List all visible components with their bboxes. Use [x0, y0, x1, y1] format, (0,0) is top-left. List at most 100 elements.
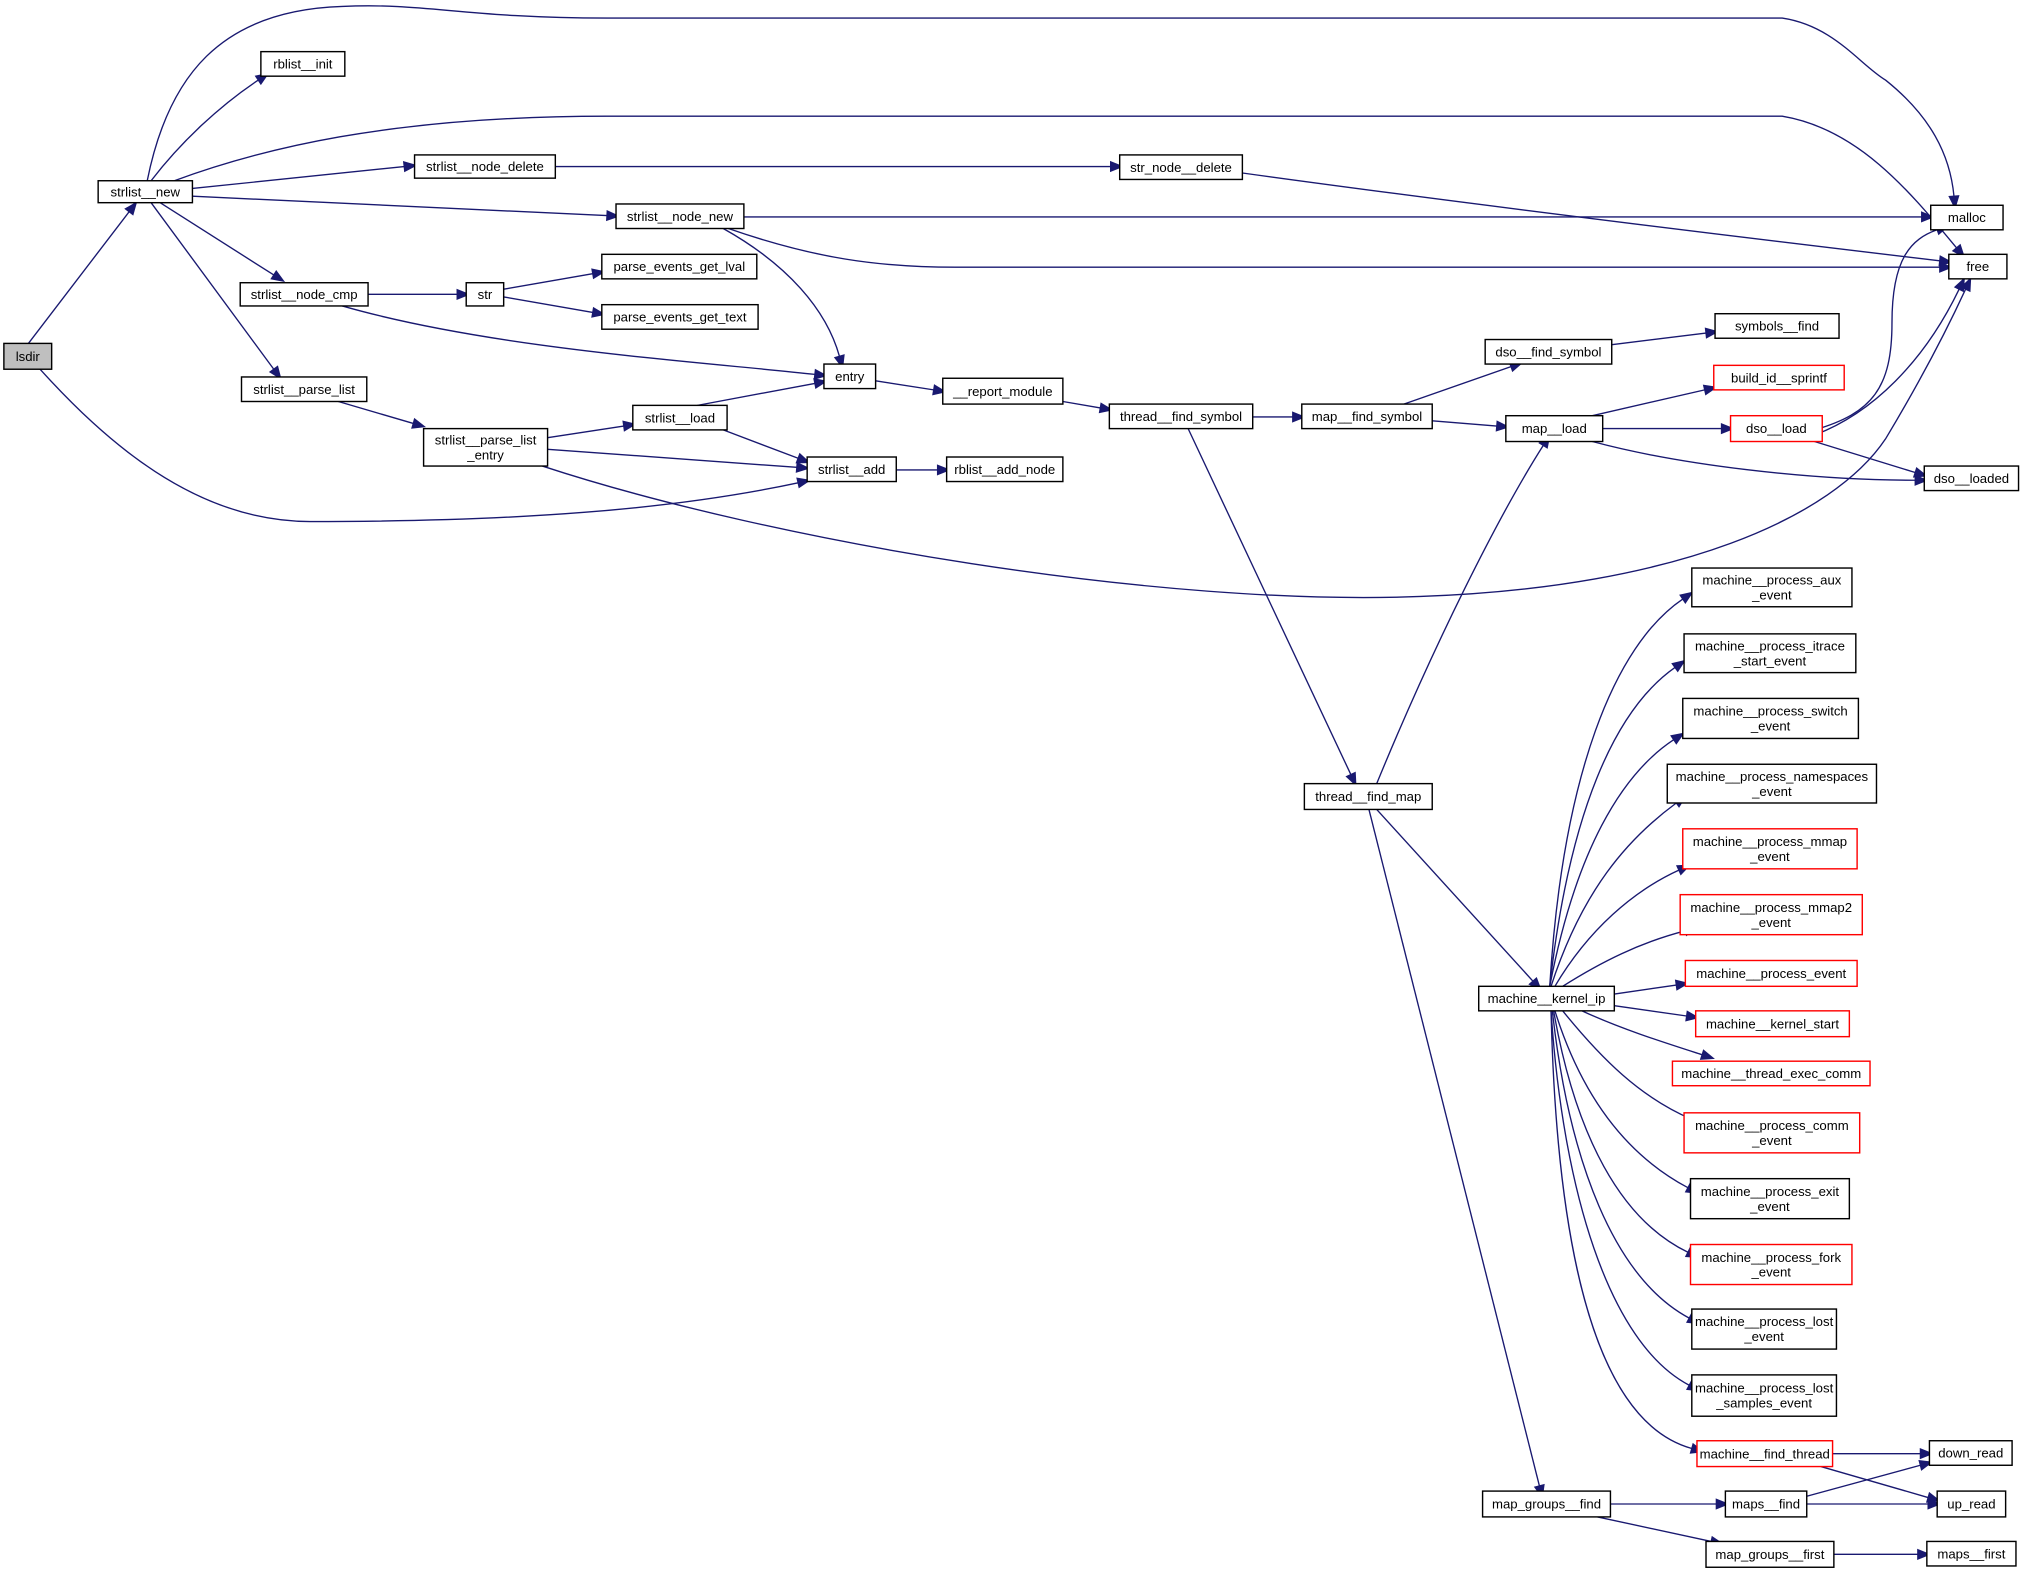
node-label: strlist__parse_list: [435, 433, 537, 448]
node-strlist-parse-list[interactable]: strlist__parse_list: [240, 376, 368, 403]
node-label: machine__process_lost: [1695, 1314, 1834, 1329]
edge-thread__find_map-to-map_groups__find: [1368, 809, 1545, 1499]
node-box: [1682, 697, 1860, 740]
edge-line: [1814, 288, 1960, 436]
node-mp-mmap2[interactable]: machine__process_mmap2_event: [1679, 893, 1863, 936]
node-map-groups-first[interactable]: map_groups__first: [1705, 1540, 1835, 1568]
node-up-read[interactable]: up_read: [1936, 1490, 2007, 1518]
node-strlist-add[interactable]: strlist__add: [806, 456, 897, 483]
node-malloc[interactable]: malloc: [1930, 204, 2004, 231]
node-str-node-delete[interactable]: str_node__delete: [1118, 154, 1244, 181]
node-dso-find-symbol[interactable]: dso__find_symbol: [1484, 338, 1613, 365]
node-label: machine__process_exit: [1701, 1184, 1840, 1199]
edge-line: [39, 368, 799, 523]
edge-strlist__parse_list-to-strlist__parse_list_entry: [338, 400, 427, 429]
node-label: _event: [1749, 1199, 1790, 1214]
node-machine-kernel-ip[interactable]: machine__kernel_ip: [1478, 985, 1616, 1012]
edge-strlist__new-to-strlist__node_new: [192, 195, 621, 222]
node-box: [1118, 154, 1244, 181]
node-label: maps__find: [1732, 1497, 1800, 1512]
node-str[interactable]: str: [465, 282, 505, 307]
node-box: [1683, 1112, 1861, 1154]
edge-machine__kernel_ip-to-mp_itrace: [1549, 659, 1687, 987]
edge-strlist__load-to-entry: [697, 378, 828, 407]
node-maps-first[interactable]: maps__first: [1926, 1540, 2017, 1567]
edge-strlist__node_cmp-to-entry: [342, 305, 829, 380]
node-map-find-symbol[interactable]: map__find_symbol: [1301, 403, 1433, 430]
arrowhead-icon: [1912, 467, 1929, 478]
arrowhead-icon: [795, 461, 811, 473]
node-label: machine__process_switch: [1693, 704, 1847, 719]
node-mp-mmap[interactable]: machine__process_mmap_event: [1682, 828, 1858, 870]
node-box: [1691, 567, 1853, 608]
node-dso-load[interactable]: dso__load: [1729, 414, 1823, 443]
node-box: [1713, 364, 1845, 391]
edge-line: [1614, 984, 1677, 995]
edge-line: [174, 115, 1958, 249]
node-down-read[interactable]: down_read: [1928, 1440, 2013, 1466]
node-mp-switch[interactable]: machine__process_switch_event: [1682, 697, 1860, 740]
node-dso-loaded[interactable]: dso__loaded: [1923, 465, 2020, 492]
node-strlist-node-delete[interactable]: strlist__node_delete: [413, 154, 557, 179]
node-mp-aux[interactable]: machine__process_aux_event: [1691, 567, 1853, 608]
node-maps-find[interactable]: maps__find: [1724, 1490, 1808, 1518]
node-mp-itrace[interactable]: machine__process_itrace_start_event: [1683, 633, 1857, 674]
node-map-load[interactable]: map__load: [1505, 414, 1604, 443]
node-box: [945, 456, 1064, 483]
node-parse-events-get-text[interactable]: parse_events_get_text: [601, 303, 759, 330]
node-free[interactable]: free: [1948, 253, 2008, 280]
edge-line: [1814, 440, 1916, 474]
edge-line: [1820, 1465, 1929, 1499]
node-label: machine__process_itrace: [1695, 639, 1845, 654]
node-thread-find-symbol[interactable]: thread__find_symbol: [1108, 403, 1254, 430]
node-strlist-node-new[interactable]: strlist__node_new: [615, 203, 745, 230]
node-mp-lost[interactable]: machine__process_lost_event: [1691, 1308, 1838, 1350]
edge-maps__find-to-down_read: [1806, 1459, 1934, 1497]
node-thread-find-map[interactable]: thread__find_map: [1303, 782, 1433, 811]
node-mp-namespaces[interactable]: machine__process_namespaces_event: [1666, 763, 1878, 804]
node-label: _event: [1750, 1265, 1791, 1280]
node-m-find-thread[interactable]: machine__find_thread: [1696, 1440, 1834, 1468]
edge-dso__load-to-dso__loaded: [1814, 440, 1929, 478]
arrowhead-icon: [411, 417, 427, 429]
node-box: [601, 253, 758, 280]
arrowhead-icon: [1948, 195, 1960, 210]
node-m-thread-exec-comm[interactable]: machine__thread_exec_comm: [1671, 1060, 1871, 1087]
edge-line: [27, 211, 130, 344]
node-box: [1705, 1540, 1835, 1568]
node-report-module[interactable]: __report_module: [942, 377, 1064, 405]
edge-strlist__node_new-to-malloc: [743, 211, 1936, 223]
node-label: machine__process_mmap2: [1690, 900, 1852, 915]
node-label: machine__process_lost: [1695, 1381, 1834, 1396]
edge-str-to-parse_events_get_text: [503, 296, 607, 318]
node-mp-event[interactable]: machine__process_event: [1684, 959, 1858, 988]
node-box: [1689, 1243, 1853, 1286]
node-mp-fork[interactable]: machine__process_fork_event: [1689, 1243, 1853, 1286]
node-m-kernel-start[interactable]: machine__kernel_start: [1694, 1010, 1851, 1038]
node-strlist-parse-list-entry[interactable]: strlist__parse_list_entry: [422, 427, 549, 467]
node-box: [239, 282, 369, 307]
arrowhead-icon: [606, 209, 621, 222]
node-mp-comm[interactable]: machine__process_comm_event: [1683, 1112, 1861, 1154]
node-box: [413, 154, 557, 179]
node-entry[interactable]: entry: [823, 363, 877, 390]
node-label: entry: [835, 369, 865, 384]
node-rblist-init[interactable]: rblist__init: [260, 50, 346, 77]
node-strlist-new[interactable]: strlist__new: [97, 180, 194, 204]
node-mp-lost-samples[interactable]: machine__process_lost_samples_event: [1691, 1374, 1838, 1417]
edge-line: [542, 288, 1967, 599]
node-mp-exit[interactable]: machine__process_exit_event: [1689, 1177, 1851, 1220]
edge-map__load-to-dso__loaded: [1592, 440, 1929, 486]
node-strlist-load[interactable]: strlist__load: [632, 404, 728, 431]
node-map-groups-find[interactable]: map_groups__find: [1481, 1490, 1612, 1518]
node-strlist-node-cmp[interactable]: strlist__node_cmp: [239, 282, 369, 307]
edge-line: [1376, 808, 1534, 982]
arrowhead-icon: [1495, 420, 1511, 432]
edge-map_groups__find-to-map_groups__first: [1597, 1516, 1725, 1547]
node-box: [1724, 1490, 1808, 1518]
node-rblist-add-node[interactable]: rblist__add_node: [945, 456, 1064, 483]
node-symbols-find[interactable]: symbols__find: [1714, 312, 1840, 339]
node-build-id-sprintf[interactable]: build_id__sprintf: [1713, 364, 1845, 391]
node-box: [601, 303, 759, 330]
node-parse-events-get-lval[interactable]: parse_events_get_lval: [601, 253, 758, 280]
